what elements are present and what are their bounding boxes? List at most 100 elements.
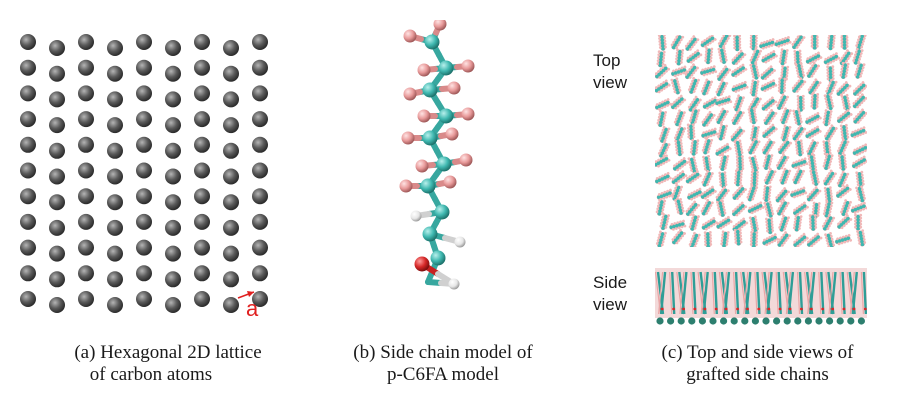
carbon-atom [136,34,152,50]
side-chain-top [731,49,747,65]
side-chain-top [807,153,818,172]
side-chain-top [688,213,700,231]
side-chain-top [793,232,809,247]
side-chain-top [794,139,805,157]
side-chain-top [701,137,714,155]
side-chain-top [806,61,820,79]
carbon-atom [194,111,210,128]
carbon-atom [136,136,152,153]
side-chain-top [852,93,867,109]
side-chain-top [794,62,806,80]
side-chain-top [759,38,777,50]
carbon-atom [49,40,65,56]
carbon-atom [136,265,152,282]
carbon-atom [194,34,210,50]
side-chain-top [702,154,712,173]
side-chain-side [787,271,795,315]
side-chain-top [826,35,836,51]
carbon-atom [136,239,152,256]
side-chain-side [809,271,816,315]
fluorine-atom [403,29,417,43]
carbon-atom [20,291,36,307]
side-chain-side [777,271,782,315]
caption-c-line2: grafted side chains [686,364,829,385]
hydrogen-atom [410,210,422,222]
carbon-atom [223,271,239,288]
side-chain-top [805,125,822,139]
carbon-atom [194,265,210,282]
side-chain-top [687,187,704,201]
carbon-atom [49,91,65,108]
side-chain-top [670,94,687,110]
fluorine-atom [461,107,475,121]
side-chain-top [685,200,701,217]
side-chain-top [762,233,779,247]
side-chain-top [704,47,714,65]
carbon-atom [223,194,239,211]
side-chain-top [810,92,820,110]
substrate-atom [783,317,791,325]
side-view-label-line2: view [593,295,628,314]
fluorine-atom [417,109,431,123]
side-chain-top [701,216,718,231]
side-chain-top [761,96,778,111]
carbon-atom [165,271,181,288]
carbon-atom [252,265,268,282]
side-chain-top [855,170,865,188]
side-chain-top [674,125,687,143]
carbon-atom [136,188,152,205]
carbon-atom [20,136,36,153]
side-chain-top [777,77,787,95]
carbon-atom [252,111,268,128]
substrate-atom [709,317,717,325]
carbon-atom [252,136,268,153]
substrate-atom [688,317,696,325]
side-chain-top [673,109,686,127]
side-chain-top [822,152,834,171]
carbon-atom [165,142,181,159]
side-chain-top [790,186,808,199]
side-chain-top [700,198,714,216]
carbon-atom [434,204,450,220]
side-chain-top [760,79,778,93]
carbon-atom [136,213,152,230]
carbon-atom [165,168,181,185]
side-chain-top [670,35,685,50]
carbon-atom [136,291,152,307]
side-chain-top [718,171,728,189]
carbon-atom [438,60,454,76]
carbon-atom [20,162,36,179]
carbon-atom [20,85,36,102]
side-chain-top [834,233,853,246]
side-chain-top [747,137,761,155]
side-chain-top [687,95,702,112]
substrate-atom [773,317,781,325]
side-chain-top [655,63,671,79]
carbon-atom [136,162,152,179]
side-chain-side [734,271,740,315]
fluorine-atom [447,81,461,95]
carbon-atom [194,213,210,230]
substrate-atom [720,317,728,325]
side-chain-top [748,155,760,173]
side-chain-top [715,107,729,125]
caption-c-line1: (c) Top and side views of [661,342,854,363]
side-chain-top [792,214,803,232]
side-chain-top [701,169,714,187]
carbon-atom [194,85,210,102]
carbon-atom [194,136,210,153]
side-chain-top [806,186,822,202]
side-chain-top [749,47,763,65]
carbon-atom [420,178,436,194]
side-chain-top [749,125,760,143]
side-chain-top [779,107,792,125]
carbon-atom [223,91,239,108]
carbon-atom [252,85,268,102]
side-chain-side [851,271,858,315]
side-chain-top [674,197,685,216]
side-chain-top [792,124,807,141]
substrate-atom [698,317,706,325]
side-chain-top [855,35,867,50]
side-chain-top [748,215,760,233]
fluorine-atom [401,131,415,145]
